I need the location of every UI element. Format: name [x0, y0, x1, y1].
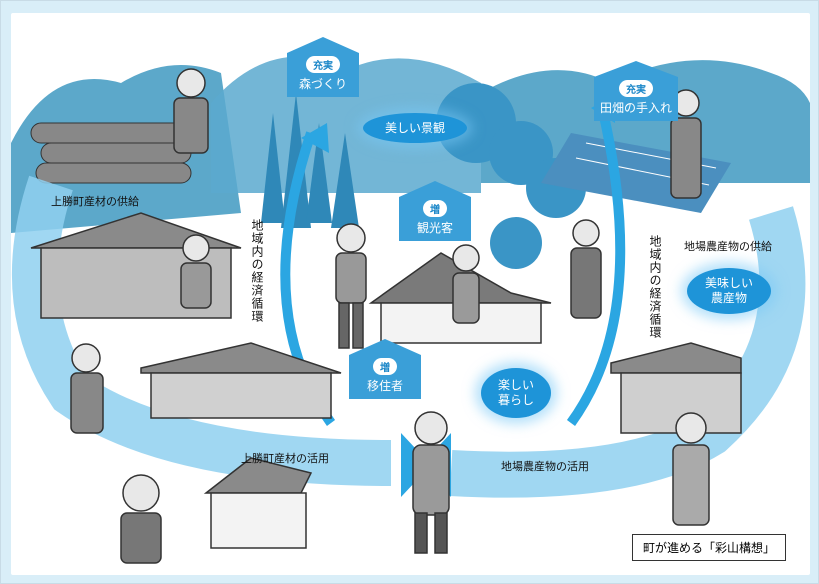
person-businessman: [120, 474, 162, 564]
workshop-left: [140, 342, 342, 419]
mountain-center: [211, 56, 481, 194]
badge-roof: [349, 339, 421, 355]
badge-body: 充実 森づくり: [287, 53, 359, 97]
forest: [261, 93, 359, 228]
log-pile: [30, 122, 192, 184]
badge-tag: 充実: [306, 56, 340, 73]
timber-supply-label: 上勝町産材の供給: [51, 195, 139, 208]
badge-roof: [287, 37, 359, 53]
house-bottom: [203, 457, 313, 549]
inner-arrow-left-head: [301, 123, 329, 153]
inner-arrow-right: [566, 101, 626, 426]
scenery-oval: 美しい景観: [363, 113, 467, 143]
produce-use-label: 地場農産物の活用: [501, 460, 589, 473]
person-woodworker: [180, 234, 212, 309]
badge-tag: 増: [373, 358, 397, 375]
person-walker-center: [412, 411, 450, 554]
person-carpenter-left: [70, 343, 104, 434]
person-hiker-left: [335, 223, 367, 349]
tasty-produce-oval: 美味しい 農産物: [687, 268, 771, 314]
badge-tag: 増: [423, 200, 447, 217]
forest-badge: 充実 森づくり: [287, 37, 359, 97]
person-visitor-center: [452, 244, 480, 324]
badge-text: 観光客: [416, 221, 453, 235]
shop-right: [610, 342, 742, 434]
fun-living-oval: 楽しい 暮らし: [481, 368, 551, 418]
illustration: [11, 56, 810, 564]
badge-text: 森づくり: [298, 77, 347, 91]
badge-body: 増 移住者: [349, 355, 421, 399]
tourist-badge: 増 観光客: [399, 181, 471, 241]
economy-left-label: 地域内の経済循環: [250, 219, 264, 323]
badge-roof: [594, 61, 678, 77]
person-logger: [173, 68, 209, 154]
badge-tag: 充実: [619, 80, 653, 97]
badge-body: 充実 田畑の手入れ: [594, 77, 678, 121]
caption-box: 町が進める「彩山構想」: [631, 534, 786, 561]
produce-supply-label: 地場農産物の供給: [684, 240, 772, 253]
person-woman-right: [570, 219, 602, 319]
badge-text: 移住者: [366, 379, 403, 393]
resident-badge: 増 移住者: [349, 339, 421, 399]
illustration-canvas: 充実 森づくり 充実 田畑の手入れ 増 観光客 増 移住者: [11, 13, 810, 575]
economy-right-label: 地域内の経済循環: [648, 235, 662, 339]
badge-text: 田畑の手入れ: [599, 101, 672, 115]
badge-body: 増 観光客: [399, 197, 471, 241]
timber-use-label: 上勝町産材の活用: [241, 452, 329, 465]
person-shopkeeper: [672, 412, 710, 526]
field-badge: 充実 田畑の手入れ: [594, 61, 678, 121]
badge-roof: [399, 181, 471, 197]
person-farmer-right: [670, 89, 702, 199]
